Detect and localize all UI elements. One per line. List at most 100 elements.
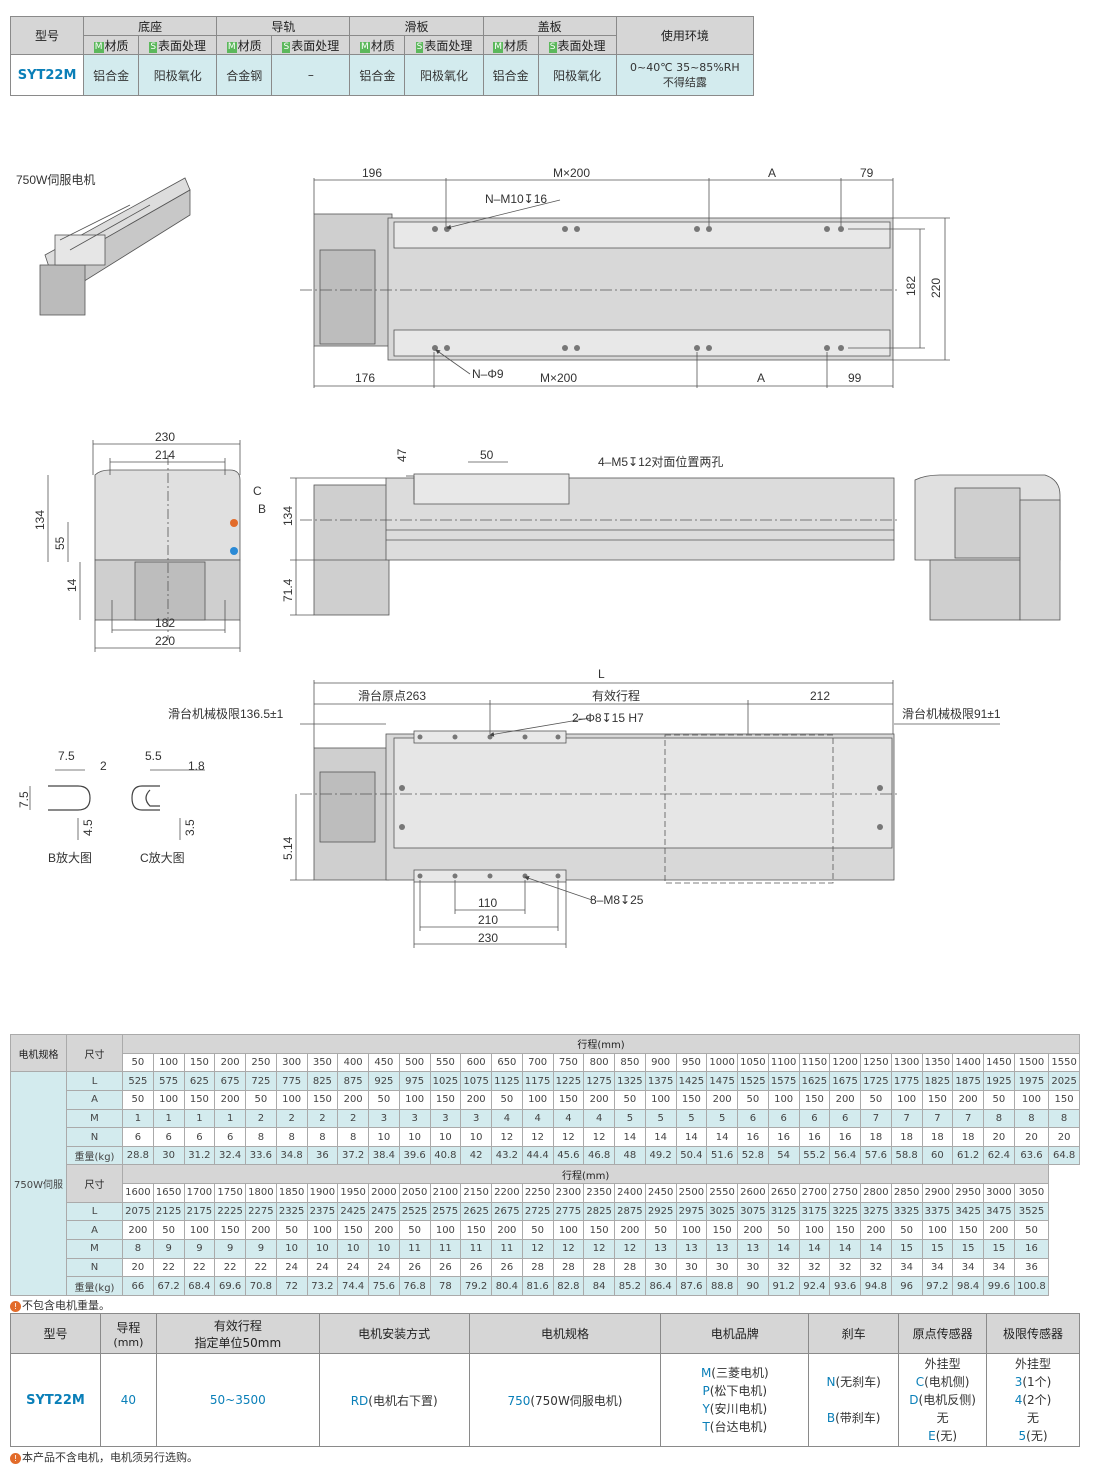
stroke-cell: 700 [521, 1052, 554, 1073]
stroke-cell: 13 [675, 1239, 708, 1259]
dim-79: 79 [860, 166, 874, 180]
group-cover: 盖板 [482, 15, 617, 37]
stroke-cell: 2700 [798, 1183, 831, 1203]
stroke-cell: 8 [275, 1127, 308, 1147]
order-h-brake: 刹车 [808, 1313, 900, 1354]
stroke-cell: 49.2 [644, 1145, 677, 1166]
stroke-cell: 26 [398, 1257, 431, 1278]
cell: 阳极氧化 [404, 54, 484, 96]
stroke-cell: 100 [767, 1089, 800, 1110]
group-base: 底座 [83, 15, 218, 37]
stroke-cell: 2300 [552, 1183, 585, 1203]
dim-220-bottom: 220 [155, 634, 175, 648]
stroke-cell: 重量(kg) [66, 1145, 123, 1166]
cell: 铝合金 [482, 54, 539, 96]
note-mark: ! [10, 1453, 21, 1464]
stroke-cell: 2975 [675, 1201, 708, 1222]
stroke-cell: 100 [890, 1089, 923, 1110]
dim-110: 110 [478, 896, 497, 910]
stroke-cell: 2850 [890, 1183, 923, 1203]
plan-view [290, 680, 1000, 948]
stroke-cell: 12 [583, 1239, 615, 1259]
stroke-cell: 尺寸 [66, 1033, 123, 1073]
stroke-cell: 150 [460, 1220, 492, 1241]
stroke-cell: 450 [368, 1052, 400, 1073]
stroke-cell: 20 [1048, 1127, 1080, 1147]
b-d4: 4.5 [81, 819, 95, 836]
stroke-cell: 16 [1013, 1239, 1050, 1259]
stroke-cell: 12 [552, 1239, 585, 1259]
end-view-left [47, 440, 241, 652]
order-h-origin: 原点传感器 [898, 1313, 988, 1354]
order-brand: M(三菱电机) P(松下电机) Y(安川电机) T(台达电机) [660, 1353, 810, 1447]
stroke-cell: 2275 [245, 1201, 277, 1222]
stroke-cell: 200 [491, 1220, 523, 1241]
label-limit-left: 滑台机械极限136.5±1 [168, 706, 284, 721]
cell: 阳极氧化 [537, 54, 617, 96]
b-caption: B放大图 [48, 850, 92, 865]
stroke-cell: 1 [152, 1108, 185, 1129]
stroke-cell: 2450 [644, 1183, 677, 1203]
stroke-cell: 575 [152, 1071, 185, 1091]
stroke-cell: 6 [152, 1127, 185, 1147]
stroke-cell: 1275 [583, 1071, 615, 1091]
stroke-cell: 100 [152, 1089, 185, 1110]
material-row: SYT22M 铝合金 阳极氧化 合金钢 – 铝合金 阳极氧化 铝合金 阳极氧化 … [9, 54, 755, 96]
stroke-cell: 1375 [644, 1071, 677, 1091]
stroke-cell: 1900 [306, 1183, 339, 1203]
stroke-cell: 14 [675, 1127, 708, 1147]
order-h-model: 型号 [10, 1313, 101, 1354]
dim-230: 230 [155, 430, 175, 444]
stroke-cell: 1975 [1013, 1071, 1050, 1091]
stroke-cell: 6 [183, 1127, 216, 1147]
stroke-cell: 1450 [983, 1052, 1015, 1073]
stroke-cell: 20 [122, 1257, 154, 1278]
stroke-cell: 33.6 [245, 1145, 277, 1166]
stroke-cell: 32.4 [214, 1145, 246, 1166]
stroke-cell: 34 [952, 1257, 984, 1278]
b-d3: 7.5 [17, 791, 31, 808]
stroke-cell: 2125 [152, 1201, 185, 1222]
stroke-cell: 200 [583, 1089, 615, 1110]
stroke-cell: 1400 [952, 1052, 984, 1073]
stroke-cell: 50 [398, 1220, 431, 1241]
stroke-cell: 64.8 [1048, 1145, 1080, 1166]
stroke-cell: 100 [306, 1220, 339, 1241]
stroke-cell: 15 [983, 1239, 1015, 1259]
motor-note: !本产品不含电机，电机须另行选购。 [10, 1449, 198, 1465]
stroke-cell: 43.2 [491, 1145, 523, 1166]
group-slide: 滑板 [349, 15, 484, 37]
stroke-cell: 150 [675, 1089, 708, 1110]
order-brake: N(无刹车) B(带刹车) [808, 1353, 900, 1447]
stroke-cell: 2400 [614, 1183, 646, 1203]
env-header: 使用环境 [615, 15, 755, 56]
stroke-cell: 24 [275, 1257, 308, 1278]
stroke-cell: 50 [767, 1220, 800, 1241]
note-m10: N–M10↧16 [485, 192, 547, 206]
stroke-cell: 54 [767, 1145, 800, 1166]
stroke-cell: 3275 [860, 1201, 892, 1222]
stroke-cell: 9 [214, 1239, 246, 1259]
stroke-cell: 1800 [245, 1183, 277, 1203]
stroke-cell: 2750 [829, 1183, 861, 1203]
stroke-cell: 14 [829, 1239, 861, 1259]
stroke-cell: 150 [337, 1220, 369, 1241]
stroke-cell: 87.6 [675, 1276, 708, 1296]
stroke-cell: 2650 [767, 1183, 800, 1203]
stroke-cell: 1500 [1013, 1052, 1050, 1073]
stroke-cell: 100 [521, 1089, 554, 1110]
stroke-cell: 725 [245, 1071, 277, 1091]
stroke-cell: 12 [614, 1239, 646, 1259]
note-m5: 4–M5↧12对面位置两孔 [598, 454, 723, 469]
stroke-cell: 82.8 [552, 1276, 585, 1296]
dim-196: 196 [362, 166, 382, 180]
stroke-cell: 50 [890, 1220, 923, 1241]
label-origin: 滑台原点263 [358, 688, 426, 703]
stroke-cell: M [66, 1239, 123, 1259]
stroke-cell: 8 [337, 1127, 369, 1147]
note-mark: ! [10, 1301, 21, 1312]
stroke-cell: 2375 [306, 1201, 339, 1222]
